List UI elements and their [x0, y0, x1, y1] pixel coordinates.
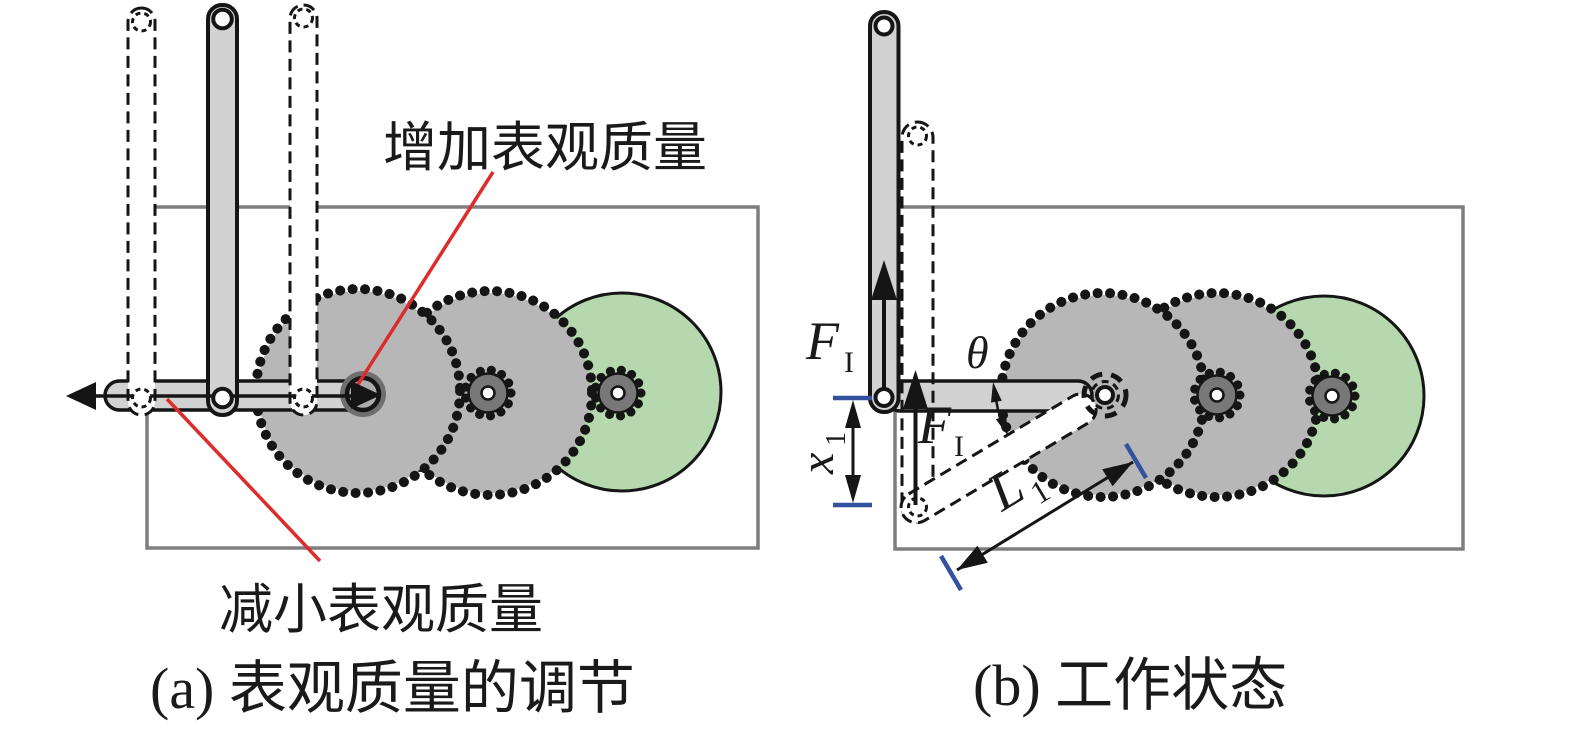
arrowhead-right — [351, 381, 381, 409]
svg-text:I: I — [954, 430, 964, 463]
force-arrow-lever — [871, 260, 897, 394]
label-x1: x 1 — [791, 432, 852, 475]
caption-b: (b) 工作状态 — [973, 653, 1287, 718]
hub-b — [1081, 371, 1129, 419]
pinion-gear-a — [465, 370, 511, 416]
label-force-1: F I — [805, 311, 854, 379]
lever-dashed-right-a — [288, 3, 319, 417]
pivot-solid-a — [211, 386, 234, 410]
label-theta: θ — [966, 327, 989, 378]
lever-dashed-left-a — [126, 6, 157, 417]
lever-dashed-rotated-b — [899, 392, 1098, 525]
svg-text:F: F — [805, 311, 840, 371]
annotation-line-increase — [353, 171, 495, 390]
arrowhead-left — [66, 382, 96, 410]
pinion-green-b — [1309, 373, 1355, 419]
svg-text:F: F — [917, 395, 952, 455]
label-decrease-apparent-mass: 减小表观质量 — [219, 580, 543, 640]
pivot-dashed-bottom-b — [907, 496, 928, 518]
pinion-green-a — [595, 370, 641, 416]
label-increase-apparent-mass: 增加表观质量 — [383, 118, 707, 178]
svg-text:I: I — [844, 346, 854, 379]
angle-theta-arrow — [991, 382, 1008, 436]
dimension-L1 — [939, 442, 1148, 592]
dimension-x1 — [833, 395, 872, 508]
annotation-line-decrease — [165, 397, 322, 563]
force-arrow-dashed-lever — [903, 370, 928, 505]
pinion-gear-b — [1194, 372, 1240, 418]
svg-text:1: 1 — [821, 432, 852, 446]
figure-b: F I F I θ x 1 L 1 (b) 工作状态 — [791, 10, 1465, 718]
blue-tick-L1-upper — [1124, 442, 1148, 480]
svg-text:x: x — [791, 453, 844, 475]
label-force-2: F I — [917, 395, 964, 463]
pivot-dashed-right-a — [293, 387, 314, 409]
pivot-solid-b — [873, 387, 895, 408]
lever-solid-a — [206, 3, 239, 417]
caption-a: (a) 表观质量的调节 — [150, 656, 635, 721]
pivot-dashed-left-a — [131, 387, 152, 409]
blue-tick-L1-lower — [939, 554, 963, 592]
lever-solid-b — [868, 10, 901, 414]
figure-a: 增加表观质量 减小表观质量 (a) 表观质量的调节 — [66, 3, 760, 721]
